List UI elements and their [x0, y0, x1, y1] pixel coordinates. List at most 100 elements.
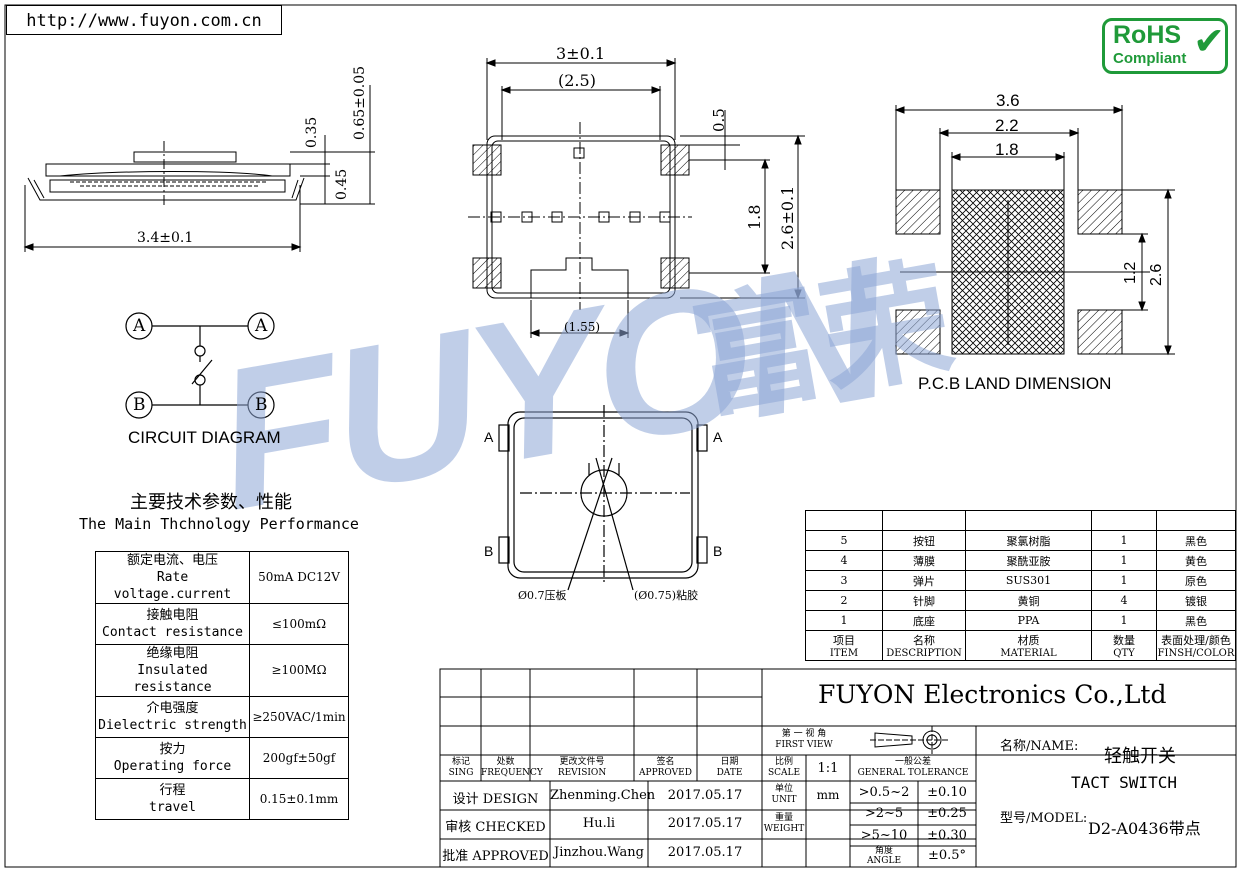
table-row: 额定电流、电压 Rate voltage.current 50mA DC12V	[95, 551, 349, 604]
bom-finish: 黄色	[1156, 550, 1236, 571]
bom-finish: 原色	[1156, 570, 1236, 591]
bom-desc: 薄膜	[882, 550, 966, 571]
perf-cn: 介电强度	[146, 701, 199, 716]
bom-h-desc-en: DESCRIPTION	[886, 648, 962, 659]
top-pad-dim: 0.5	[710, 108, 728, 132]
pcb-caption: P.C.B LAND DIMENSION	[918, 374, 1112, 393]
tb-h-date-en: DATE	[716, 768, 743, 778]
side-h2-dim: 0.45	[334, 168, 350, 200]
bottom-view	[498, 405, 708, 591]
tb-scale-cn: 比例	[774, 757, 793, 767]
pcb-h1-dim: 1.2	[1122, 261, 1139, 284]
bom-mat: SUS301	[965, 570, 1092, 591]
tb-unit: mm	[816, 788, 840, 802]
tb-design-name: Zhenming.Chen	[550, 788, 656, 803]
tb-h-appr-en: APPROVED	[639, 768, 692, 778]
bom-h-fin-cn: 表面处理/颜色	[1161, 634, 1231, 647]
tb-approve-date: 2017.05.17	[667, 845, 743, 860]
tb-tol-value-3: ±0.30	[927, 828, 967, 843]
side-width-dim: 3.4±0.1	[137, 230, 194, 246]
bottom-label-b-left: B	[484, 543, 494, 559]
tb-h-date-cn: 日期	[720, 757, 739, 767]
tb-check-name: Hu.li	[582, 816, 616, 831]
bottom-label-adhesive: (Ø0.75)粘胶	[634, 589, 699, 602]
tb-design-date: 2017.05.17	[667, 788, 743, 803]
tb-tol-en: GENERAL TOLERANCE	[857, 768, 969, 778]
circuit-label-a-left: A	[133, 316, 146, 336]
perf-cn: 行程	[159, 783, 186, 798]
top-pitch-dim: 1.8	[745, 204, 764, 230]
tb-h-freq-cn: 处数	[496, 757, 515, 767]
tb-approve-label: 批准 APPROVED	[442, 849, 549, 864]
tb-scale: 1:1	[817, 761, 839, 776]
bom-h-item-cn: 项目	[833, 634, 855, 647]
bom-h-desc-cn: 名称	[913, 634, 935, 647]
perf-en: Rate voltage.current	[113, 570, 232, 602]
bom-mat: 聚酰亚胺	[965, 550, 1092, 571]
bom-item: 4	[805, 550, 883, 571]
bottom-label-press-plate: Ø0.7压板	[518, 589, 567, 602]
circuit-label-b-left: B	[133, 395, 146, 415]
performance-table: 额定电流、电压 Rate voltage.current 50mA DC12V 接触…	[95, 551, 349, 820]
perf-cn: 绝缘电阻	[146, 646, 199, 661]
tb-tol-cn: 一般公差	[894, 757, 931, 767]
perf-en: Contact resistance	[102, 625, 243, 640]
tb-weight-cn: 重量	[774, 813, 793, 823]
perf-en: Operating force	[113, 759, 232, 774]
tb-name-label: 名称/NAME:	[1000, 739, 1079, 754]
table-row	[805, 510, 1236, 531]
tb-check-label: 审核 CHECKED	[445, 820, 546, 835]
bom-h-mat-cn: 材质	[1017, 634, 1040, 647]
tb-name-cn: 轻触开关	[1104, 746, 1176, 767]
bom-h-fin-en: FINSH/COLOR	[1157, 648, 1235, 659]
tb-h-rev-cn: 更改文件号	[559, 757, 605, 767]
bom-qty: 1	[1091, 610, 1157, 631]
bom-item: 3	[805, 570, 883, 591]
top-view	[468, 58, 805, 338]
top-notch-dim: (1.55)	[564, 320, 601, 334]
perf-cn: 额定电流、电压	[126, 553, 218, 568]
tb-name-en: TACT SWITCH	[1071, 773, 1177, 792]
perf-value: ≥250VAC/1min	[249, 696, 349, 738]
perf-cn: 接触电阻	[146, 608, 199, 623]
tb-design-label: 设计 DESIGN	[452, 792, 539, 807]
bom-desc: 底座	[882, 610, 966, 631]
tb-model: D2-A0436带点	[1088, 819, 1201, 838]
tb-h-sign-en: SING	[448, 768, 474, 778]
tb-tol-range-3: >5~10	[860, 828, 908, 843]
perf-value: 200gf±50gf	[249, 737, 349, 779]
top-inner-dim: (2.5)	[558, 71, 596, 90]
bottom-label-a-left: A	[484, 429, 494, 445]
website-url[interactable]: http://www.fuyon.com.cn	[6, 5, 282, 35]
tb-h-appr-cn: 签名	[656, 757, 675, 767]
rohs-title: RoHS	[1113, 21, 1182, 49]
perf-value: 50mA DC12V	[249, 551, 349, 604]
circuit-label-b-right: B	[255, 395, 268, 415]
pcb-w1-dim: 3.6	[996, 91, 1020, 110]
tb-weight-en: WEIGHT	[763, 824, 805, 834]
tb-unit-cn: 单位	[774, 784, 793, 794]
bom-mat: 黄铜	[965, 590, 1092, 611]
bom-qty: 1	[1091, 530, 1157, 551]
bom-h-item-en: ITEM	[829, 648, 859, 659]
tb-tol-range-1: >0.5~2	[858, 785, 910, 800]
circuit-diagram	[125, 312, 275, 419]
bom-desc: 按钮	[882, 530, 966, 551]
bom-item: 5	[805, 530, 883, 551]
bom-desc: 针脚	[882, 590, 966, 611]
pcb-land-view	[894, 105, 1175, 356]
tb-angle-cn: 角度	[874, 846, 893, 856]
